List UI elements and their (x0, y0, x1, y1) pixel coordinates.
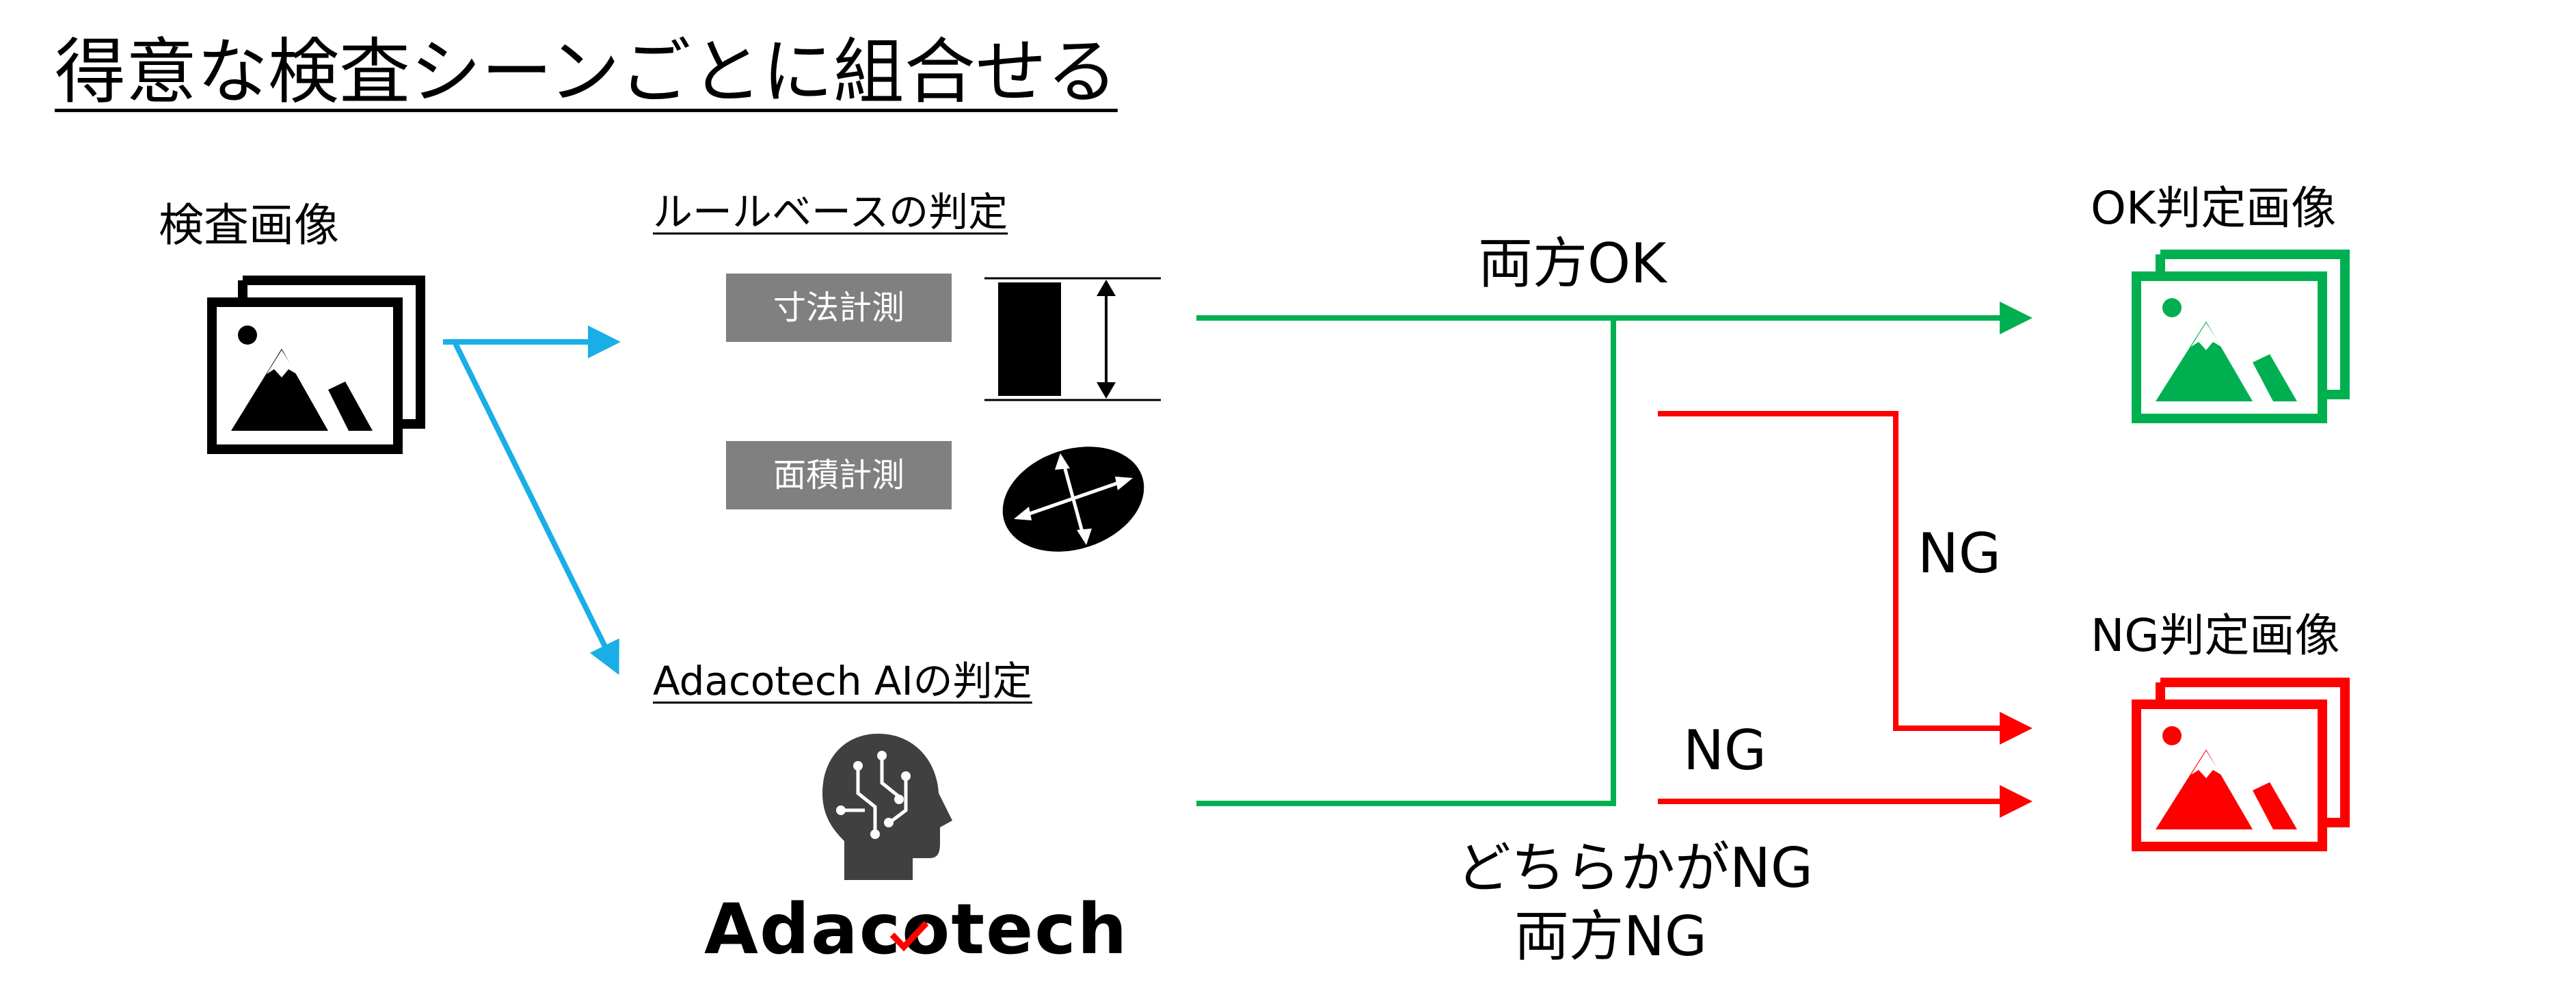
either-ng-label: どちらかがNG (1456, 836, 1813, 900)
dimension-measure-icon (984, 277, 1161, 401)
ok-image-stack-icon (2132, 250, 2350, 423)
ai-brain-head-icon (822, 734, 952, 880)
ng-output-label: NG判定画像 (2091, 609, 2340, 662)
ng-upper-label: NG (1918, 522, 2001, 585)
adacotech-logo: Adacotech (704, 889, 1129, 970)
ai-heading: Adacotech AIの判定 (653, 658, 1032, 704)
input-image-stack-icon (207, 276, 425, 454)
area-measure-icon (1002, 447, 1144, 552)
both-ok-label: 両方OK (1478, 232, 1667, 295)
ng-image-stack-icon (2132, 678, 2350, 851)
ng-lower-label: NG (1683, 719, 1767, 782)
input-branch-arrows (443, 325, 621, 676)
decision-flow-lines (1196, 302, 2032, 818)
page-title: 得意な検査シーンごとに組合せる (55, 30, 1118, 114)
both-ng-label: 両方NG (1514, 905, 1707, 968)
area-measure-box: 面積計測 (726, 441, 952, 509)
dimension-measure-box: 寸法計測 (726, 274, 952, 342)
ok-output-label: OK判定画像 (2091, 182, 2337, 235)
rule-based-heading: ルールベースの判定 (653, 189, 1008, 235)
logo-check-mark-icon (889, 920, 929, 952)
input-image-label: 検査画像 (159, 199, 339, 252)
